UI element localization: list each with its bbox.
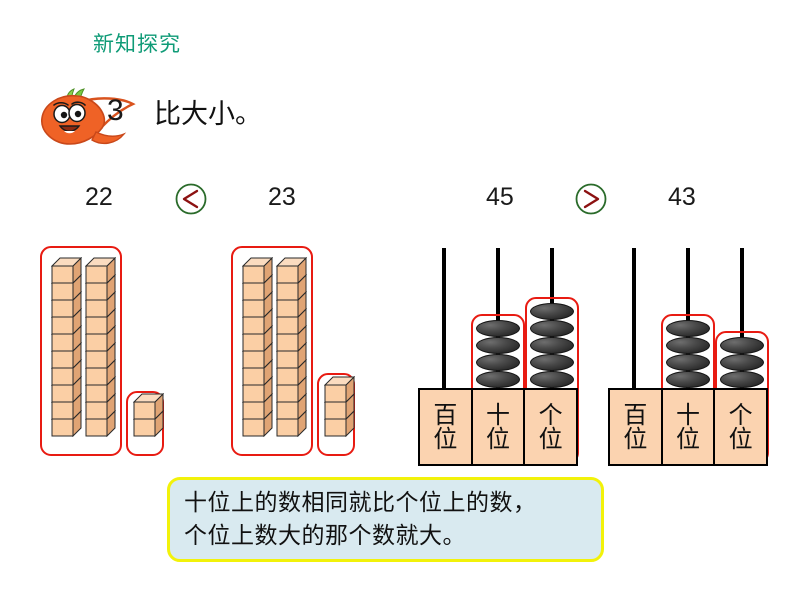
abacus-bead bbox=[720, 371, 764, 388]
place-value-cell-ones: 个位 bbox=[715, 390, 766, 464]
tens-rod bbox=[84, 256, 117, 441]
comparison-left-value-22: 22 bbox=[85, 183, 113, 211]
conclusion-line-2: 个位上数大的那个数就大。 bbox=[184, 522, 466, 549]
tens-group-highlight bbox=[231, 246, 313, 456]
conclusion-callout: 十位上的数相同就比个位上的数， 个位上数大的那个数就大。 bbox=[167, 477, 604, 562]
place-value-bar: 百位十位个位 bbox=[418, 388, 578, 466]
carrot-mascot-icon bbox=[36, 88, 138, 150]
abacus-bead bbox=[476, 337, 520, 354]
abacus-bead bbox=[720, 354, 764, 371]
place-value-cell-tens: 十位 bbox=[473, 390, 526, 464]
place-value-cell-hundreds: 百位 bbox=[420, 390, 473, 464]
abacus-bead bbox=[530, 371, 574, 388]
abacus-bead bbox=[476, 320, 520, 337]
base-ten-model-22 bbox=[40, 246, 190, 464]
tens-rod bbox=[241, 256, 274, 441]
abacus-bead bbox=[476, 354, 520, 371]
tens-rod bbox=[275, 256, 308, 441]
abacus-bead bbox=[476, 371, 520, 388]
comparison-left-value-45: 45 bbox=[486, 183, 514, 211]
abacus-bead bbox=[666, 371, 710, 388]
place-value-char-bottom: 位 bbox=[623, 425, 648, 453]
conclusion-line-1: 十位上的数相同就比个位上的数， bbox=[184, 490, 537, 516]
place-value-char-top: 十 bbox=[486, 400, 510, 429]
abacus-rod bbox=[740, 248, 744, 394]
place-value-char-bottom: 位 bbox=[433, 425, 458, 453]
task-title: 比大小。 bbox=[154, 99, 262, 130]
abacus-rod bbox=[442, 248, 446, 394]
comparison-symbol-greater-than bbox=[574, 182, 608, 216]
section-heading: 新知探究 bbox=[93, 32, 181, 56]
place-value-char-bottom: 位 bbox=[538, 425, 563, 453]
comparison-right-value-23: 23 bbox=[268, 183, 296, 211]
place-value-cell-hundreds: 百位 bbox=[610, 390, 663, 464]
abacus-model-45: 百位十位个位 bbox=[418, 246, 579, 466]
place-value-char-top: 十 bbox=[676, 400, 700, 429]
task-number: 3 bbox=[107, 94, 124, 127]
abacus-bead bbox=[530, 320, 574, 337]
comparison-22-23: 22 23 bbox=[0, 0, 400, 215]
place-value-char-top: 个 bbox=[728, 400, 753, 429]
base-ten-model-23 bbox=[231, 246, 381, 464]
abacus-bead bbox=[720, 337, 764, 354]
abacus-bead bbox=[530, 354, 574, 371]
place-value-char-bottom: 位 bbox=[486, 425, 510, 453]
abacus-rod bbox=[632, 248, 636, 394]
abacus-bead bbox=[530, 337, 574, 354]
tens-group-highlight bbox=[40, 246, 122, 456]
place-value-char-top: 个 bbox=[538, 400, 563, 429]
abacus-model-43: 百位十位个位 bbox=[608, 246, 769, 466]
task-row: 3 比大小。 bbox=[36, 88, 436, 150]
place-value-char-top: 百 bbox=[433, 400, 458, 429]
place-value-char-bottom: 位 bbox=[728, 425, 753, 453]
place-value-cell-tens: 十位 bbox=[663, 390, 716, 464]
comparison-45-43: 45 43 bbox=[0, 0, 696, 215]
place-value-bar: 百位十位个位 bbox=[608, 388, 768, 466]
ones-cubes bbox=[323, 375, 356, 441]
abacus-bead bbox=[530, 303, 574, 320]
abacus-bead bbox=[666, 337, 710, 354]
place-value-char-top: 百 bbox=[623, 400, 648, 429]
place-value-char-bottom: 位 bbox=[676, 425, 700, 453]
ones-cubes bbox=[132, 392, 165, 441]
comparison-symbol-less-than bbox=[174, 182, 208, 216]
comparison-right-value-43: 43 bbox=[668, 183, 696, 211]
tens-rod bbox=[50, 256, 83, 441]
abacus-bead bbox=[666, 354, 710, 371]
abacus-bead bbox=[666, 320, 710, 337]
place-value-cell-ones: 个位 bbox=[525, 390, 576, 464]
